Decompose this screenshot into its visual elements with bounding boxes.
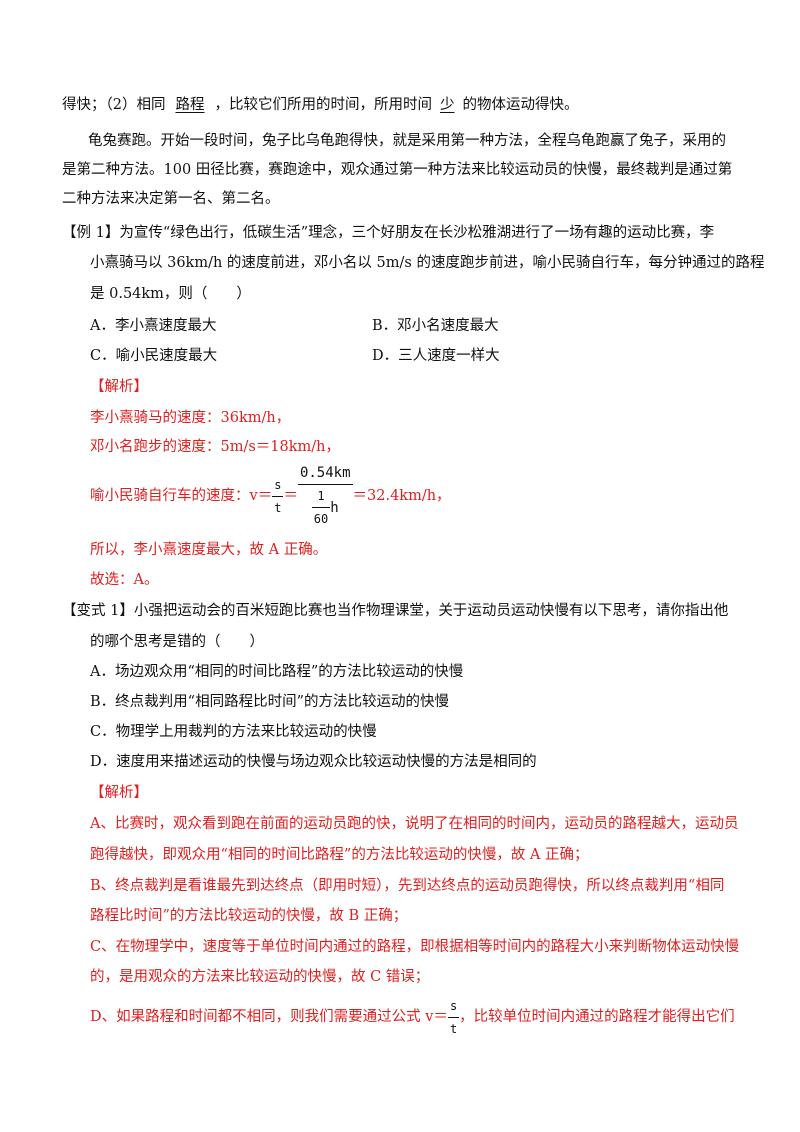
formula-result: ＝32.4km/h，	[352, 488, 451, 504]
fraction-bar	[272, 495, 284, 497]
variant1-option-c: C．物理学上用裁判的方法来比较运动的快慢	[90, 724, 377, 740]
intro-text: ，比较它们所用的时间，所用时间	[214, 97, 432, 113]
fraction-numerator: 0.54km	[299, 465, 351, 481]
fraction-bar	[311, 507, 331, 508]
intro-line-1: 得快；（2）相同路程 ，比较它们所用的时间，所用时间少的物体运动得快。	[62, 95, 578, 115]
example1-formula-line: 喻小民骑自行车的速度：v＝ s t ＝ 0.54km 1 60 h ＝32.4	[90, 465, 451, 526]
fraction-s-over-t: s t	[447, 996, 460, 1039]
variant1-analysis-line: B、终点裁判是看谁最先到达终点（即用时短），先到达终点的运动员跑得快，所以终点裁…	[90, 878, 725, 894]
example1-solution-line: 邓小名跑步的速度：5m/s＝18km/h，	[90, 439, 341, 455]
fraction-numerator: s	[449, 998, 458, 1013]
variant1-analysis-title: 【解析】	[90, 785, 148, 801]
variant1-analysis-formula-line: D、如果路程和时间都不相同，则我们需要通过公式 v＝ s t ，比较单位时间内通…	[90, 995, 735, 1039]
unit-h: h	[330, 499, 339, 516]
blank-answer-less: 少	[439, 97, 455, 113]
variant1-option-a: A．场边观众用“相同的时间比路程”的方法比较运动的快慢	[90, 664, 464, 680]
nested-fraction: 1 60	[311, 486, 331, 529]
fraction-denominator: 1 60 h	[298, 486, 353, 529]
fraction-denominator: t	[449, 1021, 458, 1036]
example1-option-d: D．三人速度一样大	[372, 348, 500, 364]
intro-paragraph-line: 是第二种方法。100 田径比赛，赛跑途中，观众通过第一种方法来比较运动员的快慢，…	[62, 162, 733, 178]
variant1-analysis-line: 的，是用观众的方法来比较运动的快慢，故 C 错误；	[90, 969, 430, 985]
fraction-distance-over-time: 0.54km 1 60 h	[297, 463, 353, 529]
variant1-analysis-line: 跑得越快，即观众用“相同的时间比路程”的方法比较运动的快慢，故 A 正确；	[90, 847, 589, 863]
formula-prefix: D、如果路程和时间都不相同，则我们需要通过公式 v＝	[90, 1009, 448, 1025]
example1-option-c: C．喻小民速度最大	[90, 348, 218, 364]
equals-sign: ＝	[283, 488, 298, 504]
fraction-numerator: 1	[317, 489, 325, 503]
example1-question-line: 【例 1】为宣传“绿色出行，低碳生活”理念，三个好朋友在长沙松雅湖进行了一场有趣…	[62, 225, 715, 241]
example1-question-line: 小熹骑马以 36km/h 的速度前进，邓小名以 5m/s 的速度跑步前进，喻小民…	[90, 255, 765, 271]
formula-prefix: 喻小民骑自行车的速度：v＝	[90, 488, 273, 504]
intro-paragraph-line: 龟兔赛跑。开始一段时间，兔子比乌龟跑得快，就是采用第一种方法，全程乌龟跑赢了兔子…	[88, 133, 726, 149]
intro-text: 得快；（2）相同	[62, 97, 166, 113]
fraction-bar	[447, 1016, 460, 1018]
variant1-option-d: D．速度用来描述运动的快慢与场边观众比较运动快慢的方法是相同的	[90, 754, 537, 770]
example1-option-a: A．李小熹速度最大	[90, 318, 217, 334]
variant1-option-b: B．终点裁判用“相同路程比时间”的方法比较运动的快慢	[90, 694, 449, 710]
intro-text: 的物体运动得快。	[462, 97, 579, 113]
fraction-numerator: s	[274, 477, 282, 492]
variant1-analysis-line: C、在物理学中，速度等于单位时间内通过的路程，即根据相等时间内的路程大小来判断物…	[90, 939, 740, 955]
fraction-s-over-t: s t	[272, 475, 284, 518]
example1-solution-line: 所以，李小熹速度最大，故 A 正确。	[90, 542, 328, 558]
blank-answer-distance: 路程	[175, 97, 205, 113]
fraction-denominator: 60	[313, 512, 329, 526]
formula-suffix: ，比较单位时间内通过的路程才能得出它们	[459, 1009, 735, 1025]
example1-answer: 故选：A。	[90, 572, 159, 588]
variant1-question-line: 【变式 1】小强把运动会的百米短跑比赛也当作物理课堂，关于运动员运动快慢有以下思…	[62, 603, 729, 619]
intro-paragraph-line: 二种方法来决定第一名、第二名。	[62, 191, 280, 207]
example1-solution-line: 李小熹骑马的速度：36km/h，	[90, 410, 291, 426]
variant1-analysis-line: A、比赛时，观众看到跑在前面的运动员跑的快，说明了在相同的时间内，运动员的路程越…	[90, 816, 739, 832]
example1-option-b: B．邓小名速度最大	[372, 318, 499, 334]
variant1-question-line: 的哪个思考是错的（ ）	[90, 634, 264, 650]
variant1-analysis-line: 路程比时间”的方法比较运动的快慢，故 B 正确；	[90, 908, 408, 924]
fraction-bar	[297, 484, 353, 485]
example1-question-line: 是 0.54km，则（ ）	[90, 286, 251, 302]
example1-analysis-title: 【解析】	[90, 379, 148, 395]
fraction-denominator: t	[274, 500, 282, 515]
